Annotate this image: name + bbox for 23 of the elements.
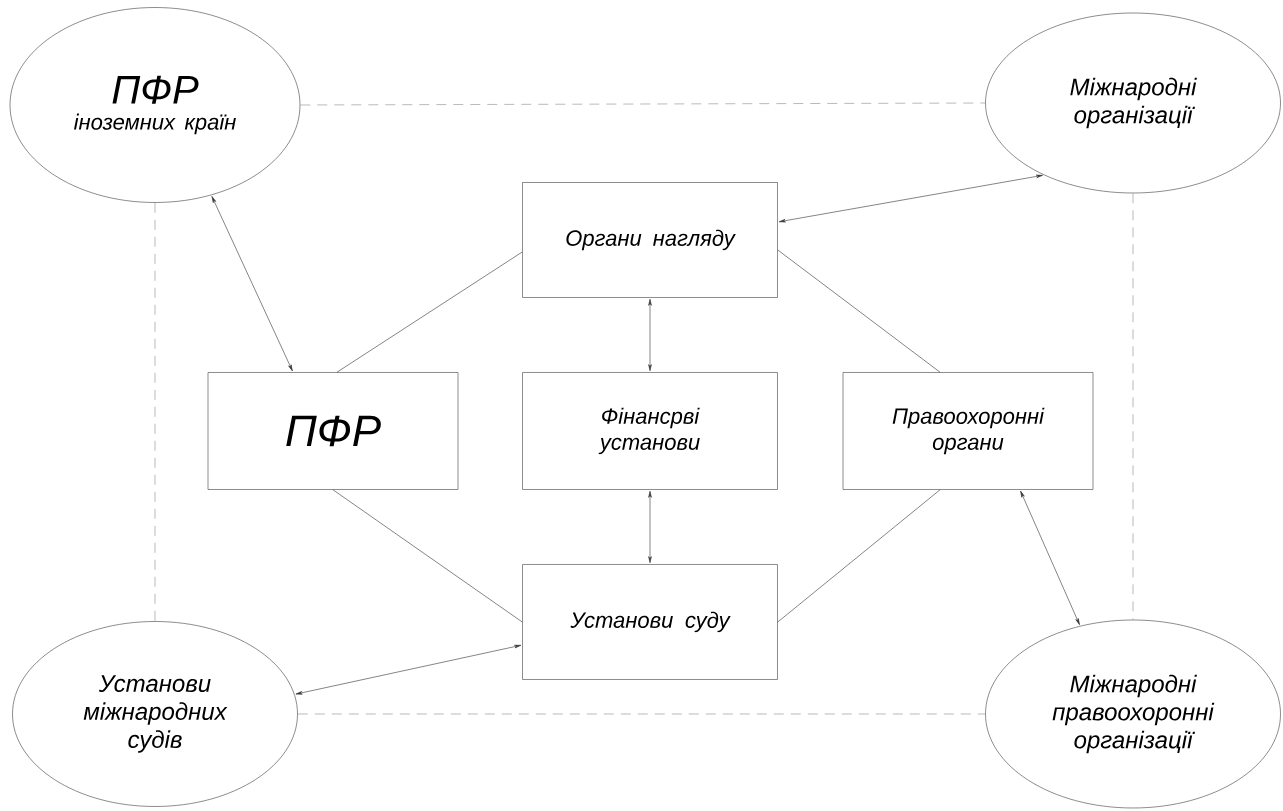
- ellipse-node: Установи міжнародних судів: [12, 621, 298, 807]
- arrow: [778, 174, 1043, 223]
- arrow: [295, 644, 522, 695]
- connector-line: [336, 251, 523, 373]
- arrow: [211, 196, 293, 372]
- ellipse-node: Міжнародні правоохоронні організації: [985, 619, 1281, 809]
- dashed-line: [297, 713, 986, 715]
- connector-line: [332, 489, 523, 623]
- dashed-line: [1132, 193, 1134, 620]
- arrow: [1020, 490, 1080, 625]
- process-box: Правоохоронні органи: [842, 372, 1094, 490]
- ellipse-node: ПФР іноземних країн: [9, 7, 301, 203]
- connector-line: [777, 249, 941, 373]
- dashed-line: [154, 202, 156, 622]
- process-box: Фінансрві установи: [522, 372, 778, 490]
- arrow: [648, 298, 652, 372]
- process-box: Органи нагляду: [522, 182, 778, 298]
- process-box: Установи суду: [522, 564, 778, 680]
- process-box: ПФР: [207, 372, 459, 490]
- ellipse-node: Міжнародні організації: [985, 12, 1281, 194]
- arrow: [648, 490, 652, 564]
- dashed-line: [300, 102, 986, 106]
- connector-line: [777, 489, 941, 623]
